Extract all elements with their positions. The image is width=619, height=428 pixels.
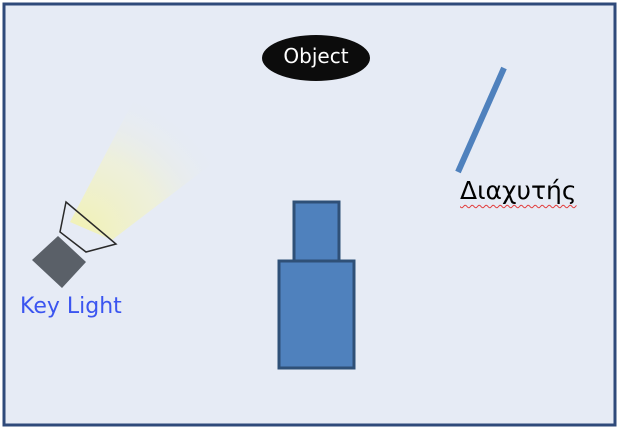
light-beam <box>70 92 230 240</box>
object-ellipse <box>262 35 370 81</box>
diffuser-label: Διαχυτής <box>460 176 577 205</box>
object-label: Object <box>283 44 349 68</box>
spotlight-icon <box>32 200 118 288</box>
camera-icon <box>277 200 356 370</box>
spotlight-barndoor <box>59 200 118 253</box>
spotlight-body <box>32 236 86 288</box>
key-light-label: Key Light <box>20 294 122 319</box>
camera-body <box>277 259 356 370</box>
diffuser-panel-icon <box>455 66 507 174</box>
camera-top <box>292 200 341 266</box>
